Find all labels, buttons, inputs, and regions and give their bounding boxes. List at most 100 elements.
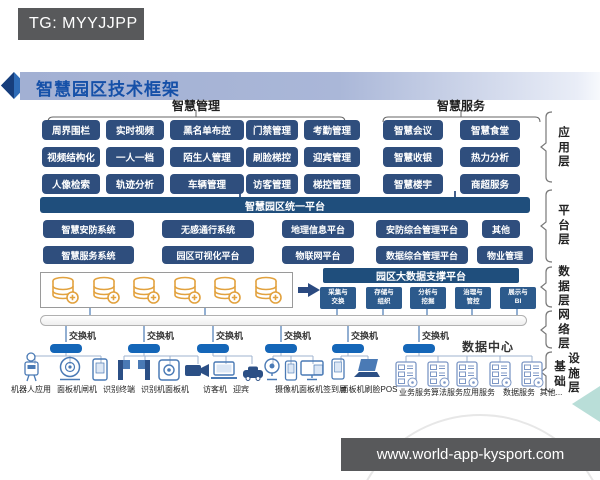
- gate-icon-mirrored: [138, 360, 150, 380]
- device-label: 面板机闸机: [57, 385, 97, 394]
- switch-icon: [197, 344, 229, 353]
- flow-arrow-icon: [298, 283, 320, 297]
- robot-icon: [24, 352, 39, 382]
- platform-button: 无感通行系统: [162, 220, 254, 238]
- app-button: 人像检索: [42, 174, 100, 194]
- platform-button: 物联网平台: [282, 246, 354, 264]
- platform-button: 智慧服务系统: [43, 246, 134, 264]
- app-button: 热力分析: [460, 147, 520, 167]
- signage-screen-icon: [300, 360, 324, 381]
- device-label: 面板机刷脸POS: [340, 385, 398, 394]
- app-button: 商超服务: [460, 174, 520, 194]
- page-title: 智慧园区技术框架: [36, 80, 180, 99]
- gate-icon: [118, 360, 130, 380]
- server-label: 业务服务: [399, 388, 431, 397]
- layer-label-network: 网络层: [558, 309, 570, 351]
- app-button: 视频结构化: [42, 147, 100, 167]
- device-label: 摄像机面板机签到屏: [275, 385, 347, 394]
- server-label: 其他...: [539, 388, 563, 397]
- switch-icon: [332, 344, 364, 353]
- platform-button: 智慧安防系统: [43, 220, 134, 238]
- unified-platform-bar: 智慧园区统一平台: [40, 197, 530, 213]
- app-button: 周界围栏: [42, 120, 100, 140]
- switch-icon: [128, 344, 160, 353]
- app-button: 门禁管理: [246, 120, 298, 140]
- app-button: 一人一档: [106, 147, 164, 167]
- app-button: 车辆管理: [170, 174, 244, 194]
- webcam-icon: [264, 358, 280, 381]
- server-label: 应用服务: [463, 388, 495, 397]
- platform-button: 其他: [482, 220, 520, 238]
- layer-label-data: 数据层: [558, 266, 570, 308]
- bigdata-platform-bar: 园区大数据支撑平台: [323, 268, 519, 283]
- switch-unit: 交换机: [197, 329, 267, 353]
- switch-icon: [265, 344, 297, 353]
- switch-unit: 交换机: [128, 329, 198, 353]
- layer-label-application: 应用层: [558, 127, 570, 169]
- platform-button: 安防综合管理平台: [376, 220, 468, 238]
- layer-label-platform: 平台层: [558, 205, 570, 247]
- app-button: 陌生人管理: [170, 147, 244, 167]
- app-button: 实时视频: [106, 120, 164, 140]
- bigdata-module: 存储与组织: [366, 287, 402, 309]
- bigdata-module: 治理与管控: [455, 287, 491, 309]
- switch-unit: 交换机: [50, 329, 120, 353]
- switch-icon: [50, 344, 82, 353]
- app-button: 考勤管理: [304, 120, 360, 140]
- datacenter-label: 数据中心: [462, 340, 515, 354]
- server-label: 算法服务: [431, 388, 463, 397]
- management-section-header: 智慧管理: [171, 99, 221, 113]
- device-label: 迎宾: [233, 385, 249, 394]
- video-camera-icon: [185, 364, 209, 377]
- panel-icon: [284, 360, 298, 381]
- server-rack-icon: [456, 361, 479, 388]
- app-button: 黑名单布控: [170, 120, 244, 140]
- service-section-header: 智慧服务: [436, 99, 486, 113]
- switch-unit: 交换机: [265, 329, 335, 353]
- corner-arrow-icon: [572, 386, 600, 422]
- database-icon: [173, 276, 201, 304]
- bigdata-module: 分析与挖掘: [410, 287, 446, 309]
- network-bus-bar: [40, 315, 527, 326]
- recognition-terminal-icon: [158, 359, 180, 381]
- app-button: 智慧收银: [383, 147, 443, 167]
- database-icon: [214, 276, 242, 304]
- app-button: 访客管理: [246, 174, 298, 194]
- app-button: 智慧楼宇: [383, 174, 443, 194]
- panel-tablet-icon: [92, 358, 108, 381]
- layer-label-infrastructure-part2: 设施层: [568, 353, 580, 395]
- device-label: 识别机面板机: [141, 385, 189, 394]
- dome-camera-icon: [59, 356, 81, 381]
- server-rack-icon: [521, 361, 544, 388]
- platform-button: 园区可视化平台: [162, 246, 254, 264]
- app-button: 智慧食堂: [460, 120, 520, 140]
- pos-laptop-icon: [354, 359, 380, 377]
- service-button-group: 智慧会议 智慧食堂 智慧收银 热力分析 智慧楼宇 商超服务: [383, 120, 520, 194]
- switch-icon: [403, 344, 435, 353]
- device-label: 机器人应用: [11, 385, 51, 394]
- device-label: 访客机: [203, 385, 227, 394]
- server-rack-icon: [427, 361, 450, 388]
- app-button: 轨迹分析: [106, 174, 164, 194]
- app-button: 梯控管理: [304, 174, 360, 194]
- database-icon: [133, 276, 161, 304]
- welcome-robot-icon: [243, 366, 263, 381]
- database-icon: [92, 276, 120, 304]
- switch-unit: 交换机: [332, 329, 402, 353]
- app-button: 刷脸梯控: [246, 147, 298, 167]
- security-button-group: 周界围栏 实时视频 黑名单布控 视频结构化 一人一档 陌生人管理 人像检索 轨迹…: [42, 120, 244, 194]
- switch-unit: 交换机: [403, 329, 473, 353]
- bigdata-module: 采集与交换: [320, 287, 356, 309]
- platform-button: 数据综合管理平台: [376, 246, 468, 264]
- server-rack-icon: [395, 361, 418, 388]
- server-label: 数据服务: [503, 388, 535, 397]
- device-label: 识别终端: [103, 385, 135, 394]
- database-icon: [52, 276, 80, 304]
- title-bar: 智慧园区技术框架: [20, 72, 600, 100]
- app-button: 智慧会议: [383, 120, 443, 140]
- tg-watermark-badge: TG: MYYJJPP: [18, 8, 144, 40]
- platform-button: 物业管理: [477, 246, 533, 264]
- app-button: 迎宾管理: [304, 147, 360, 167]
- access-button-group: 门禁管理 考勤管理 刷脸梯控 迎宾管理 访客管理 梯控管理: [246, 120, 360, 194]
